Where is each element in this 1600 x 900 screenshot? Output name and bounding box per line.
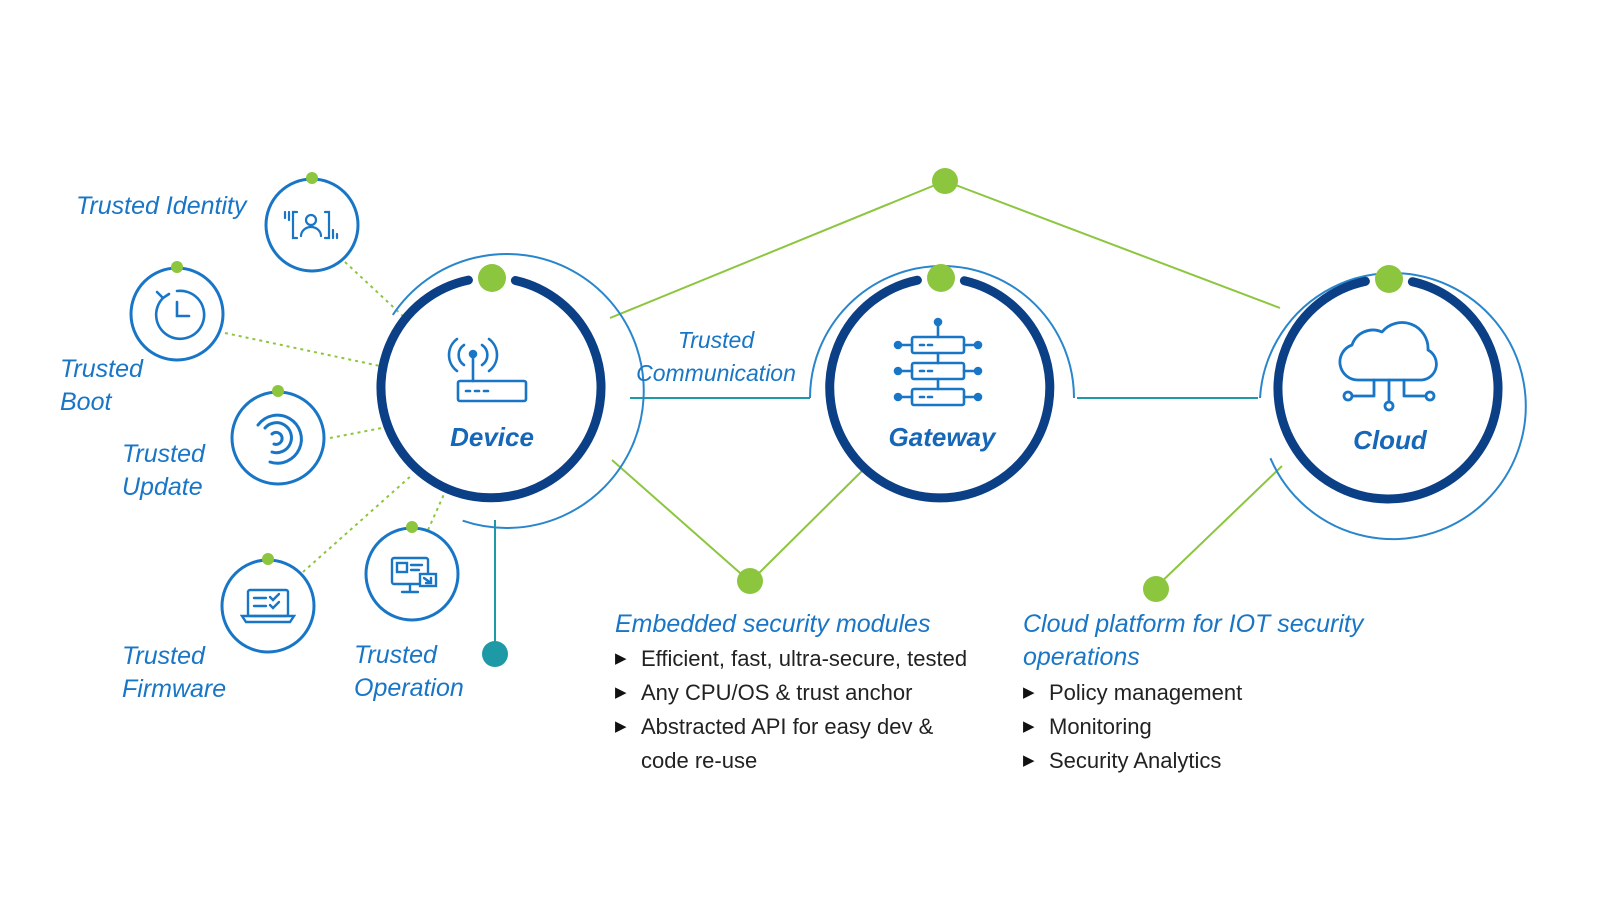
bullet-text: Security Analytics xyxy=(1049,748,1222,773)
trust-firmware-item xyxy=(220,553,316,654)
cloud-platform-title-line2: operations xyxy=(1023,643,1140,671)
list-item: ▶ Any CPU/OS & trust anchor xyxy=(615,676,967,710)
bullet-text: Abstracted API for easy dev & xyxy=(641,714,934,739)
trust-operation-label-line2: Operation xyxy=(354,674,464,702)
cloud-node xyxy=(1259,265,1527,541)
spoke-firmware xyxy=(302,474,413,573)
bullet-text: Efficient, fast, ultra-secure, tested xyxy=(641,646,968,671)
spoke-operation xyxy=(427,491,446,531)
line-cloud-platform-junction xyxy=(1154,465,1283,589)
bullet-arrow-icon: ▶ xyxy=(1023,684,1035,701)
cloud-platform-bullet-list: ▶ Policy management ▶ Monitoring ▶ Security… xyxy=(1023,676,1242,778)
trusted-communication-line1: Trusted xyxy=(677,327,755,353)
spoke-boot xyxy=(224,332,381,367)
cloud-network-icon xyxy=(1338,321,1438,412)
list-item-continuation: code re-use xyxy=(615,744,967,778)
cloud-inner-arc xyxy=(1273,276,1503,504)
trust-firmware-label: Trusted Firmware xyxy=(122,640,226,706)
junction-dot-teal xyxy=(482,641,508,667)
device-status-dot xyxy=(478,264,506,292)
update-swirl-icon xyxy=(256,413,303,465)
trust-firmware-label-line2: Firmware xyxy=(122,675,227,703)
embedded-bullet-list: ▶ Efficient, fast, ultra-secure, tested ▶… xyxy=(615,642,967,778)
trust-operation-item xyxy=(364,521,460,622)
trust-boot-item xyxy=(129,261,225,362)
trust-boot-label: Trusted Boot xyxy=(60,353,143,419)
bullet-text: Policy management xyxy=(1049,680,1243,705)
cloud-platform-title-line1: Cloud platform for IOT security xyxy=(1023,610,1364,638)
bullet-arrow-icon: ▶ xyxy=(1023,718,1035,735)
monitor-operation-icon xyxy=(390,556,438,594)
trusted-communication-label: Trusted Communication xyxy=(616,324,816,390)
trust-operation-label: Trusted Operation xyxy=(354,639,464,705)
line-top-junction-cloud xyxy=(944,180,1281,309)
bullet-arrow-icon: ▶ xyxy=(615,650,627,667)
gateway-node xyxy=(809,264,1075,503)
bullet-text: Any CPU/OS & trust anchor xyxy=(641,680,913,705)
bullet-text: code re-use xyxy=(641,748,758,773)
cloud-outer-arc xyxy=(1259,272,1527,541)
list-item: ▶ Monitoring xyxy=(1023,710,1242,744)
device-node xyxy=(376,252,645,529)
cloud-label: Cloud xyxy=(1353,425,1427,455)
laptop-checklist-icon xyxy=(239,588,297,624)
trust-firmware-label-line1: Trusted xyxy=(122,642,205,670)
device-label: Device xyxy=(450,422,534,452)
trust-identity-item xyxy=(264,172,360,273)
gateway-status-dot xyxy=(927,264,955,292)
bullet-arrow-icon: ▶ xyxy=(1023,752,1035,769)
list-item: ▶ Security Analytics xyxy=(1023,744,1242,778)
trust-boot-label-line1: Trusted xyxy=(60,355,143,383)
cloud-status-dot xyxy=(1375,265,1403,293)
junction-dot-top xyxy=(932,168,958,194)
connection-lines xyxy=(224,180,1283,654)
trust-update-label-line2: Update xyxy=(122,473,203,501)
trust-identity-label-line1: Trusted Identity xyxy=(76,192,247,220)
junction-dot-cloud-platform xyxy=(1143,576,1169,602)
embedded-title: Embedded security modules xyxy=(615,610,931,638)
list-item: ▶ Abstracted API for easy dev & xyxy=(615,710,967,744)
trust-update-label: Trusted Update xyxy=(122,438,205,504)
trust-update-label-line1: Trusted xyxy=(122,440,205,468)
line-device-embedded-junction xyxy=(611,459,749,581)
line-device-top-junction xyxy=(609,180,946,319)
identity-scan-icon xyxy=(283,210,339,240)
bullet-arrow-icon: ▶ xyxy=(615,718,627,735)
gateway-label: Gateway xyxy=(888,422,996,452)
junction-dot-embedded xyxy=(737,568,763,594)
bullet-text: Monitoring xyxy=(1049,714,1152,739)
trust-boot-label-line2: Boot xyxy=(60,388,112,416)
spoke-update xyxy=(329,427,383,439)
cloud-platform-title: Cloud platform for IOT security operatio… xyxy=(1023,608,1363,674)
list-item: ▶ Efficient, fast, ultra-secure, tested xyxy=(615,642,967,676)
trust-operation-label-line1: Trusted xyxy=(354,641,437,669)
list-item: ▶ Policy management xyxy=(1023,676,1242,710)
trusted-communication-line2: Communication xyxy=(636,360,796,386)
gateway-inner-arc xyxy=(825,275,1055,503)
trust-identity-label: Trusted Identity xyxy=(76,190,246,223)
device-outer-arc xyxy=(391,252,645,529)
line-gateway-embedded-junction xyxy=(751,467,866,581)
router-icon xyxy=(447,337,528,403)
server-stack-icon xyxy=(893,317,983,407)
trust-update-item xyxy=(230,385,326,486)
restart-clock-icon xyxy=(154,289,206,341)
device-inner-arc xyxy=(376,275,606,503)
bullet-arrow-icon: ▶ xyxy=(615,684,627,701)
